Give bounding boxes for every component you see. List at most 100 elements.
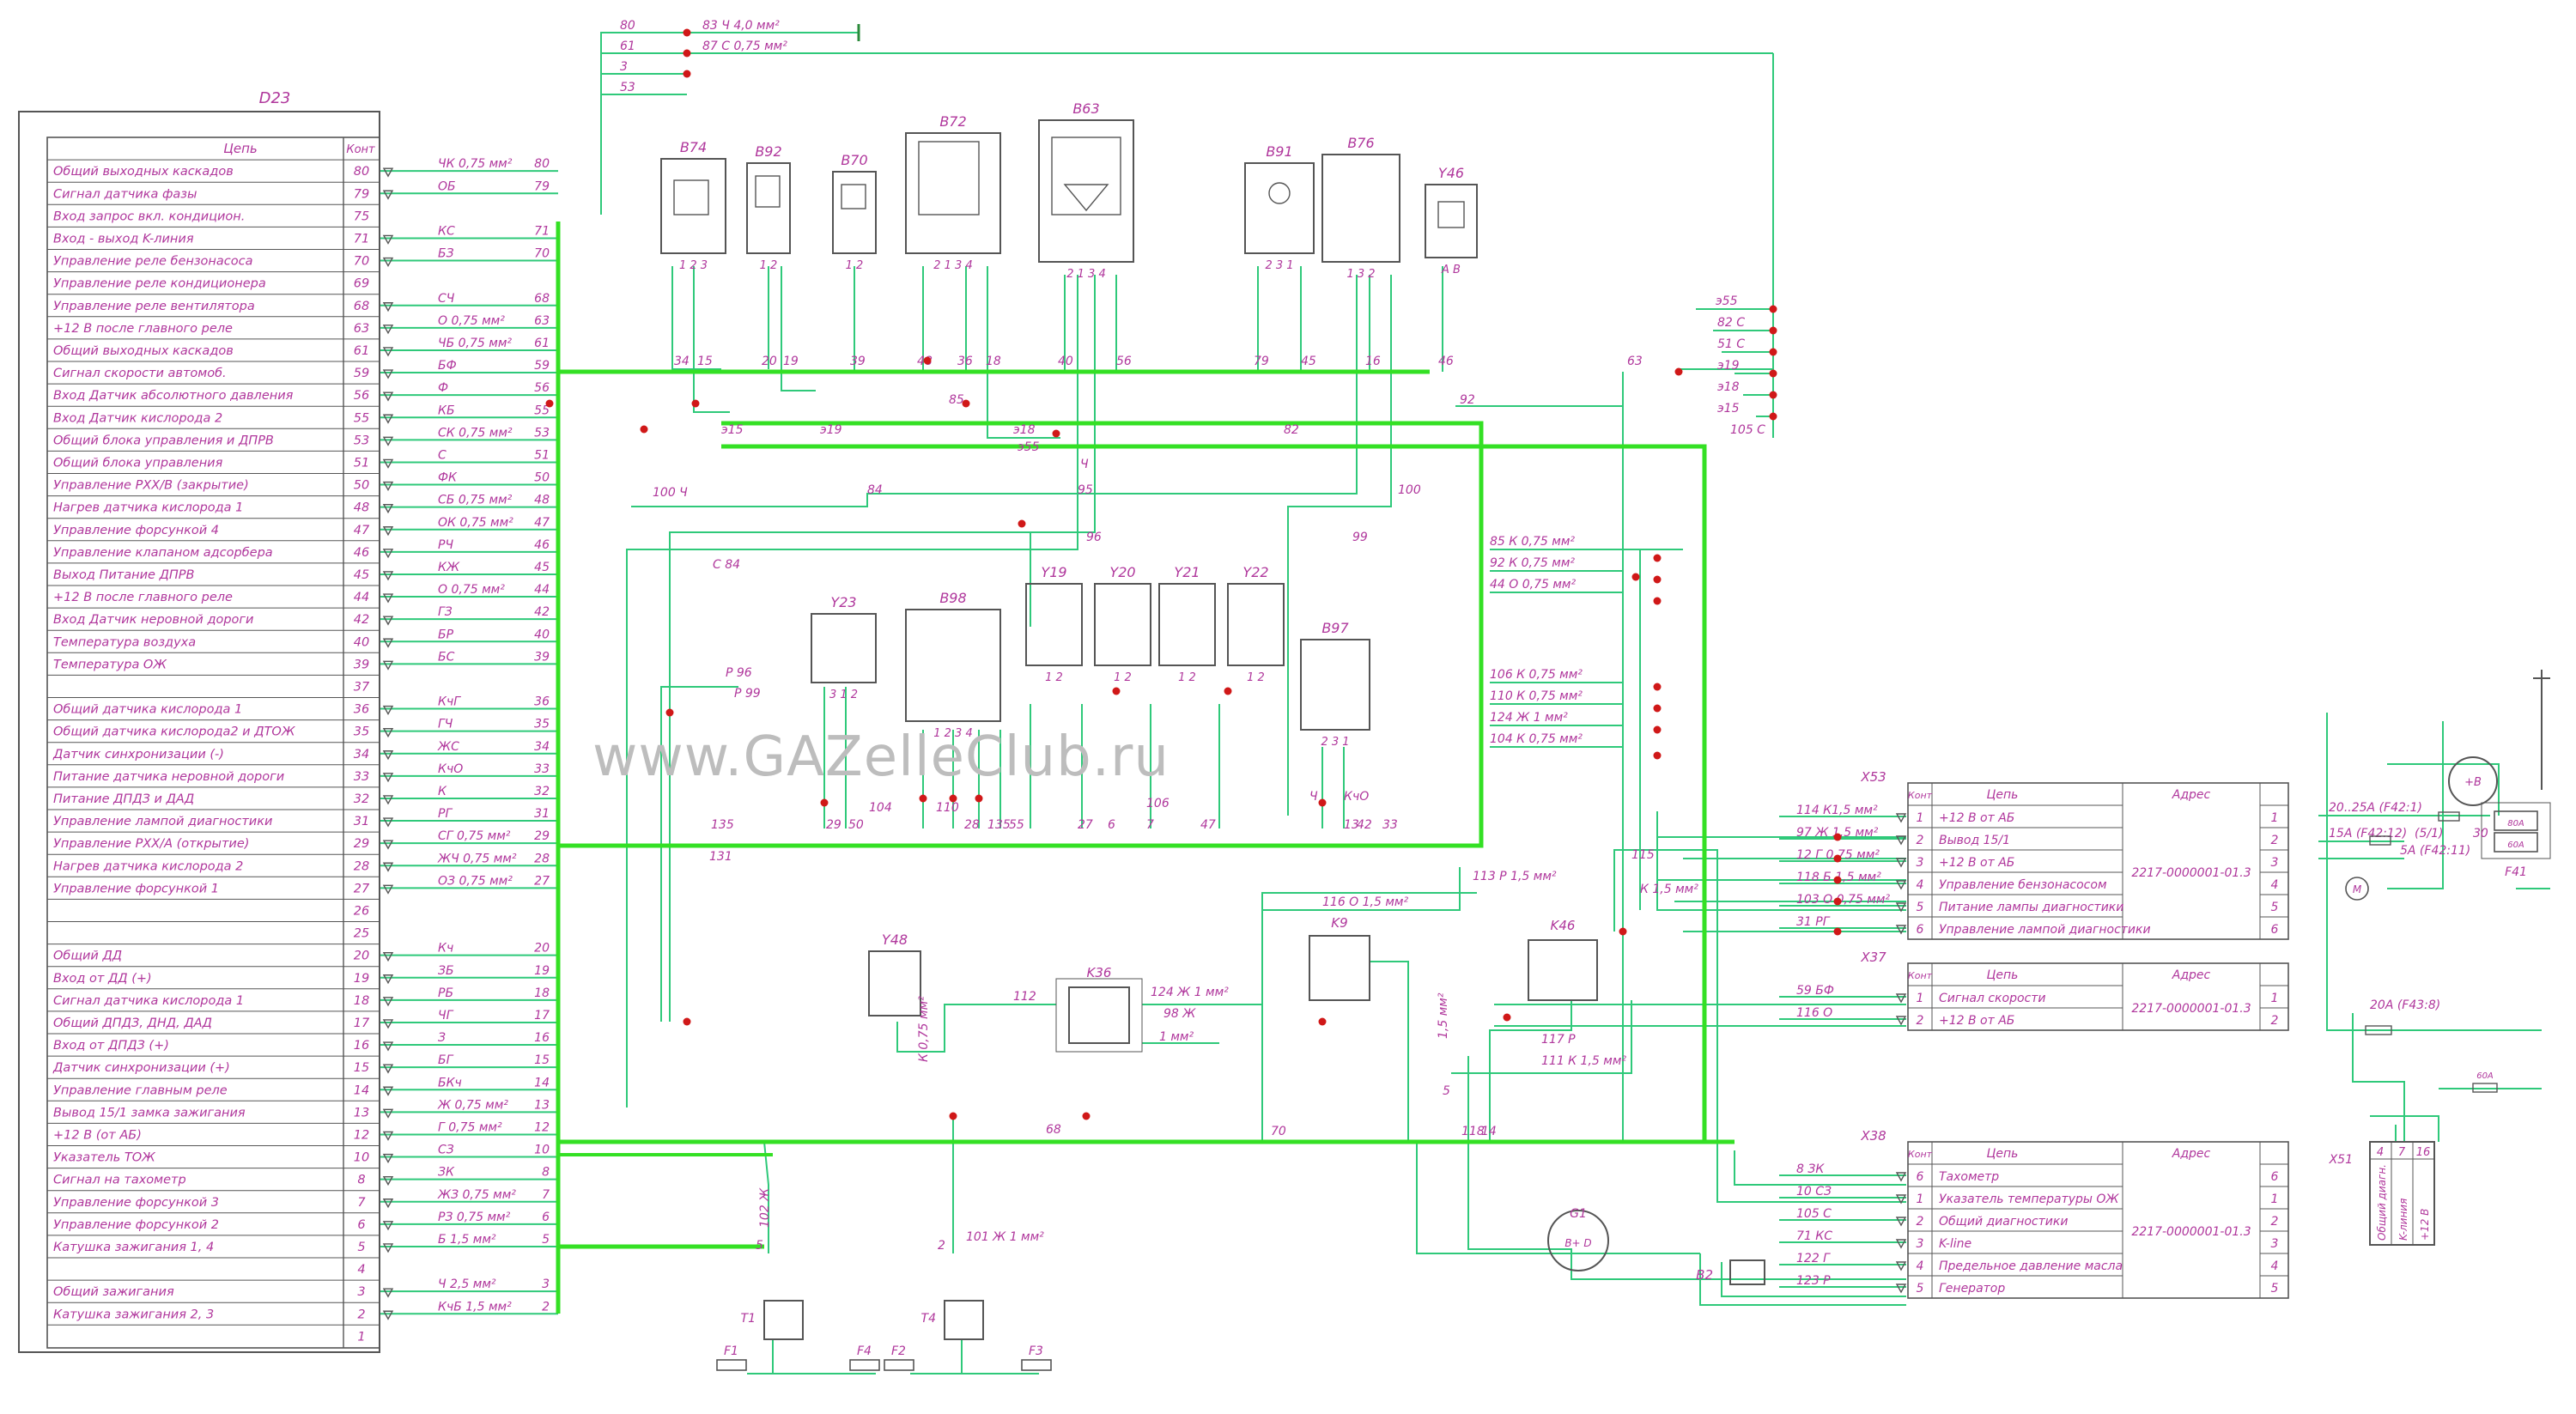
pin-arrow [382,347,394,357]
ecu-row-pin: 27 [354,882,370,895]
wire-label: 42 [1357,818,1372,832]
ecu-row-label: Управление лампой диагностики [53,815,272,828]
x53-row-text: +12 В от АБ [1939,811,2014,825]
ecu-title: D23 [259,89,291,107]
fuse-label: 5А (F42:11) [2400,844,2470,858]
x53-address: 2217-0000001-01.3 [2131,866,2251,880]
junction-dot [949,794,957,803]
ecu-wire-number: 32 [534,785,550,798]
ecu-wire-number: 3 [542,1277,550,1291]
signal-wire [626,275,1078,1108]
x38-row-end: 4 [2271,1259,2279,1273]
wire-label: 2 [938,1239,945,1253]
wire-label: 106 [1146,797,1170,810]
pin-arrow [1895,1284,1907,1294]
x38-row-text: K-line [1939,1237,1971,1251]
x53-row-text: Питание лампы диагностики [1939,901,2123,914]
b91-symbol [1268,182,1291,204]
ecu-row-label: Вход запрос вкл. кондицион. [53,209,245,223]
ecu-row-label: Вход от ДПДЗ (+) [53,1039,169,1053]
ecu-row-pin: 47 [354,524,370,537]
x37-row-end: 1 [2271,992,2279,1005]
component-pins: 2 3 1 [1321,736,1349,749]
ecu-row-label: Питание датчика неровной дороги [53,770,284,784]
relay-k46-id: K46 [1551,918,1576,933]
x38-row-end: 5 [2271,1282,2279,1296]
signal-wire [2370,1115,2439,1142]
component-id: B72 [939,113,966,130]
ecu-wire-color-label: КЖ [438,561,460,574]
pin-arrow [382,1175,394,1186]
x38-row-end: 6 [2271,1170,2279,1184]
x51-pin: 4 [2377,1146,2384,1159]
sensor-b92 [746,162,791,254]
ecu-wire-number: 16 [534,1031,550,1045]
ecu-row-label: Сигнал на тахометр [53,1174,186,1187]
fuse-symbol [2438,811,2460,822]
ecu-wire-number: 35 [534,718,550,731]
ecu-wire-number: 19 [534,964,550,978]
x51-text: Общий диагн. [2376,1164,2388,1241]
x51-connector [2369,1141,2435,1246]
ecu-wire-number: 15 [534,1053,550,1067]
pin-arrow [382,1199,394,1209]
ecu-row-label: Управление клапаном адсорбера [53,546,273,560]
ecu-wire-color-label: РГ [438,807,453,821]
wire-label: Ч [1309,790,1318,804]
x37-row-pin: 2 [1917,1014,1924,1028]
junction-dot [1769,326,1777,335]
ecu-row-label: Общий датчика кислорода2 и ДТОЖ [53,725,296,739]
pin-arrow [382,234,394,245]
x38-wire-label: 123 Р [1796,1274,1831,1288]
ecu-wire-number: 50 [534,471,550,485]
fuse-label: 15А (F42:12) [2329,827,2407,841]
x53-header-pin: Конт [1908,790,1933,801]
component-pins: 1 2 [846,259,864,272]
ecu-row-label: Температура воздуха [53,635,196,649]
ecu-row-pin: 33 [354,770,369,784]
sensor-b70 [832,171,877,254]
signal-wire [1370,961,1409,1142]
wire-label: 104 [869,801,892,815]
wire-label: 29 [826,818,841,832]
pin-arrow [382,638,394,648]
pin-arrow [382,616,394,626]
top-wire-number: 61 [620,39,635,53]
x53-wire-label: 97 Ж 1,5 мм² [1796,826,1879,840]
x38-title: X38 [1860,1128,1886,1144]
junction-dot [1631,573,1640,581]
x38-row-end: 1 [2271,1192,2279,1206]
x51-pin: 16 [2416,1146,2431,1159]
component-id: B92 [755,143,781,160]
ecu-row-pin: 61 [354,344,369,358]
pin-arrow [382,951,394,962]
ecu-row-pin: 16 [354,1039,369,1053]
wire-label: 14 [1481,1125,1497,1138]
x38-row-text: Указатель температуры ОЖ [1939,1192,2119,1206]
x38-row-end: 2 [2271,1215,2279,1229]
component-pins: 1 2 [1178,671,1196,684]
right-wire-label: 92 К 0,75 мм² [1490,556,1575,570]
ecu-wire-color-label: Ж 0,75 мм² [437,1098,508,1112]
signal-wire [1656,811,1906,911]
ecu-wire-number: 17 [534,1009,550,1023]
ecu-wire-color-label: КчБ 1,5 мм² [438,1300,512,1314]
wire-label: 110 [936,801,959,815]
ecu-wire-color-label: С [438,448,447,462]
signal-wire [1287,275,1392,816]
component-id: B91 [1266,143,1292,160]
ecu-wire-number: 7 [542,1188,550,1202]
signal-wire [671,266,721,370]
ecu-wire-number: 14 [534,1076,550,1089]
ecu-row-label: Датчик синхронизации (-) [52,748,224,762]
junction-dot [1112,687,1121,695]
x38-address: 2217-0000001-01.3 [2131,1225,2251,1239]
pin-arrow [382,773,394,783]
ecu-wire-color-label: ЗБ [438,964,454,978]
x51-pin: 7 [2398,1146,2406,1159]
wire-label: 82 [1284,423,1299,437]
ecu-row-pin: 48 [354,501,369,515]
component-pins: 1 2 3 4 [933,727,972,740]
